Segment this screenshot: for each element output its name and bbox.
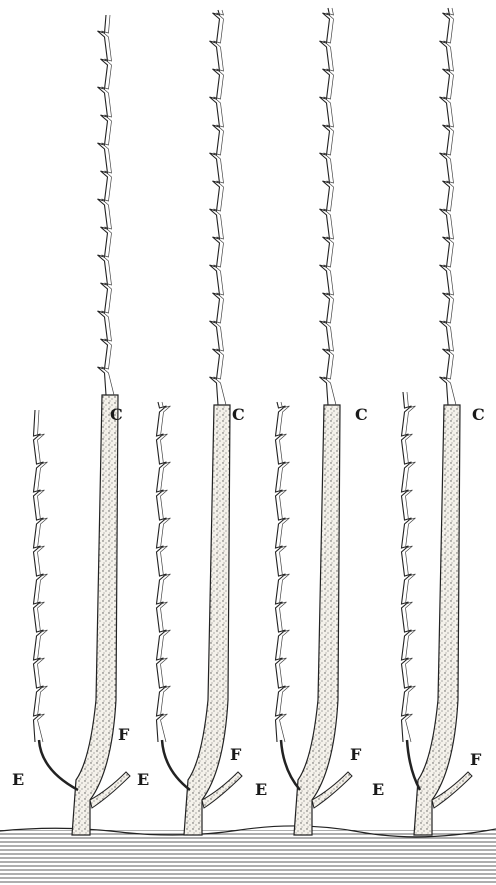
upper-shoot: [210, 10, 227, 405]
label-c: C: [232, 405, 245, 424]
main-cane: [184, 405, 230, 835]
label-c: C: [110, 405, 123, 424]
main-cane: [294, 405, 340, 835]
upper-shoot: [98, 15, 115, 395]
label-e: E: [372, 780, 384, 799]
label-f: F: [470, 750, 482, 769]
upper-shoot: [320, 8, 337, 405]
left-shoot: [157, 402, 171, 742]
left-shoot-base: [162, 740, 190, 790]
left-shoot: [34, 410, 48, 742]
label-e: E: [137, 770, 149, 789]
label-c: C: [355, 405, 368, 424]
label-f: F: [118, 725, 130, 744]
left-shoot-base: [281, 740, 300, 790]
label-e: E: [12, 770, 24, 789]
label-e: E: [255, 780, 267, 799]
left-shoot-base: [39, 740, 78, 790]
plant-3: C E F: [255, 8, 368, 835]
main-cane: [72, 395, 118, 835]
plant-2: C E F: [137, 10, 245, 835]
plant-1: C E F: [12, 15, 130, 835]
label-c: C: [472, 405, 485, 424]
left-shoot: [402, 392, 416, 742]
left-shoot: [276, 402, 290, 742]
label-f: F: [230, 745, 242, 764]
upper-shoot: [440, 8, 457, 405]
main-cane: [414, 405, 460, 835]
plant-4: C E F: [372, 8, 485, 835]
label-f: F: [350, 745, 362, 764]
